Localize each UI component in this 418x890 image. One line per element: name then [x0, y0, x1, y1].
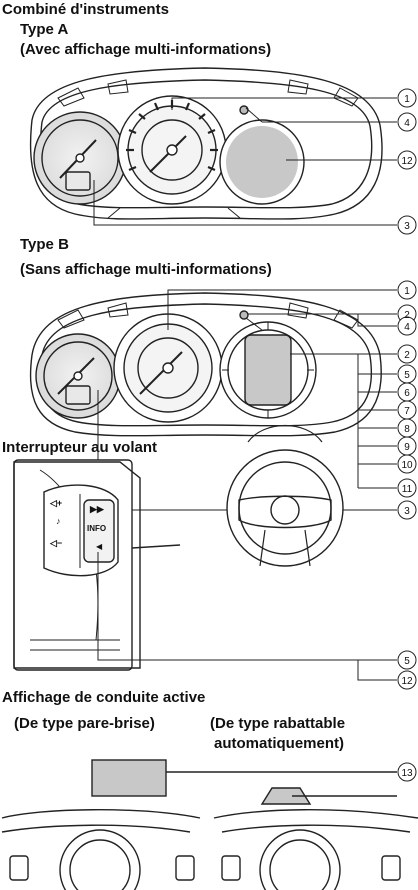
callout-b5: 5: [404, 370, 410, 381]
callout-s5: 5: [404, 656, 410, 667]
callout-a1: 1: [404, 94, 410, 105]
callout-b9: 9: [404, 442, 410, 453]
type-a-subtitle: (Avec affichage multi-informations): [20, 41, 272, 58]
voice-icon[interactable]: ♪: [56, 516, 61, 526]
callout-b2r: 2: [404, 350, 410, 361]
section-title-interrupteur: Interrupteur au volant: [2, 439, 158, 456]
callout-circle-b10: [397, 454, 417, 474]
type-a-title: Type A: [20, 21, 69, 38]
callout-a3: 3: [404, 221, 410, 232]
section-title-combine: Combiné d'instruments: [2, 1, 169, 18]
callout-b7: 7: [404, 406, 410, 417]
callout-b2: 2: [404, 310, 410, 321]
skip-back-icon[interactable]: ◀: [96, 542, 103, 551]
rabattable-title-line1: (De type rabattable: [210, 715, 346, 732]
callout-b4: 4: [404, 322, 410, 333]
section-title-affichage: Affichage de conduite active: [2, 689, 206, 706]
cluster-type-b: [29, 292, 382, 437]
callout-circle-a4: [397, 112, 417, 132]
callout-circle-b11: [397, 478, 417, 498]
info-button[interactable]: INFO: [87, 524, 107, 533]
callout-h13: 13: [401, 768, 413, 779]
type-b-subtitle: (Sans affichage multi-informations): [20, 261, 272, 278]
callout-b3: 3: [404, 506, 410, 517]
callout-b11: 11: [402, 484, 413, 495]
skip-forward-icon[interactable]: ▶▶: [90, 504, 104, 514]
callout-circle-s5: [397, 650, 417, 670]
callout-b6: 6: [404, 388, 410, 399]
callout-s12: 12: [401, 676, 413, 687]
callout-b1: 1: [404, 286, 410, 297]
callout-b10: 10: [401, 460, 413, 471]
callout-circle-s12: [397, 670, 417, 690]
callout-circle-b2r: [397, 344, 417, 364]
callout-a12: 12: [401, 156, 413, 167]
volume-up-icon[interactable]: ◁+: [50, 498, 63, 508]
pare-brise-title: (De type pare-brise): [14, 715, 155, 732]
volume-down-icon[interactable]: ◁−: [50, 538, 63, 548]
cluster-type-a: [29, 67, 383, 220]
active-display-illustration: [1, 759, 418, 890]
callout-circle-a12: [397, 150, 417, 170]
callout-lines-switch: [97, 552, 397, 681]
callout-circle-a3: [397, 215, 417, 235]
callout-circle-b3: [397, 500, 417, 520]
callout-a4: 4: [404, 118, 410, 129]
type-b-title: Type B: [20, 236, 69, 253]
callout-circle-b4: [397, 316, 417, 336]
steering-switch-illustration: [13, 424, 344, 671]
callout-circle-a1: [397, 88, 417, 108]
callout-circle-b1: [397, 280, 417, 300]
callout-circle-h13: [397, 762, 417, 782]
callout-lines-a: [93, 97, 397, 226]
callout-b8: 8: [404, 424, 410, 435]
rabattable-title-line2: automatiquement): [214, 735, 345, 752]
